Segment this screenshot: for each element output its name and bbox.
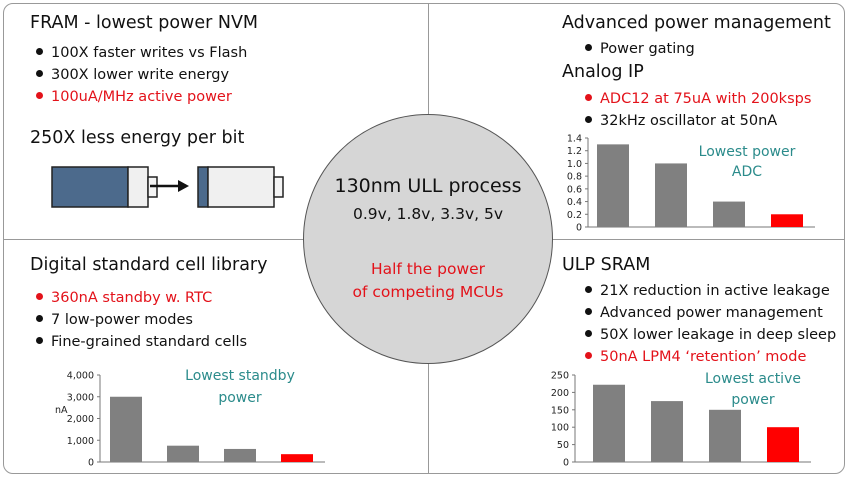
y-tick-label: 0 xyxy=(88,458,94,469)
fram-title: FRAM - lowest power NVM xyxy=(30,13,259,33)
fram-subtitle: 250X less energy per bit xyxy=(30,128,245,148)
process-circle: 130nm ULL process 0.9v, 1.8v, 3.3v, 5v H… xyxy=(303,114,553,364)
bar xyxy=(224,448,256,462)
y-tick-label: 0 xyxy=(563,458,569,469)
chart-annotation: ADC xyxy=(732,164,762,180)
y-tick-label: 2,000 xyxy=(67,414,94,425)
sram-bullet-2: Advanced power management xyxy=(585,302,823,324)
y-tick-label: 50 xyxy=(557,440,569,451)
bar xyxy=(767,427,799,462)
y-tick-label: 150 xyxy=(551,405,569,416)
chart-annotation: Lowest standby xyxy=(185,368,295,384)
process-name: 130nm ULL process xyxy=(334,175,522,197)
y-tick-label: 0.8 xyxy=(567,172,582,183)
empty-battery-icon xyxy=(197,166,284,208)
y-tick-label: 1.0 xyxy=(567,159,582,170)
fram-bullet-3: 100uA/MHz active power xyxy=(36,86,232,108)
chart-annotation: Lowest active xyxy=(705,371,801,387)
power-claim-line-1: Half the power xyxy=(370,260,486,278)
bar xyxy=(167,445,199,462)
power-claim-line-2: of competing MCUs xyxy=(352,283,504,301)
bar xyxy=(281,454,313,462)
y-tick-label: 1.4 xyxy=(567,134,582,145)
y-tick-label: 3,000 xyxy=(67,392,94,403)
chart-annotation: Lowest power xyxy=(699,144,796,160)
bar xyxy=(771,214,803,227)
arrow-right-icon xyxy=(150,180,189,192)
bar xyxy=(110,396,142,462)
bar xyxy=(709,409,741,462)
slide-frame xyxy=(3,3,845,474)
y-tick-label: 0.2 xyxy=(567,210,582,221)
fram-bullet-1: 100X faster writes vs Flash xyxy=(36,42,247,64)
bar xyxy=(593,384,625,462)
y-tick-label: 0.4 xyxy=(567,197,582,208)
battery-illustration xyxy=(51,166,284,208)
chart-annotation: power xyxy=(731,392,775,408)
sram-bullet-4: 50nA LPM4 ‘retention’ mode xyxy=(585,346,806,368)
active-power-chart: 0 50 100 150 200 250 Lowest active power xyxy=(551,371,811,469)
power-gating-bullet: Power gating xyxy=(585,38,695,60)
process-voltages: 0.9v, 1.8v, 3.3v, 5v xyxy=(352,205,504,223)
cell-bullet-3: Fine-grained standard cells xyxy=(36,331,247,353)
y-tick-label: 4,000 xyxy=(67,371,94,382)
sram-bullet-1: 21X reduction in active leakage xyxy=(585,280,830,302)
bar xyxy=(655,163,687,227)
analog-ip-title: Analog IP xyxy=(562,62,644,82)
y-tick-label: 1.2 xyxy=(567,146,582,157)
bar xyxy=(713,201,745,227)
y-tick-label: 0.6 xyxy=(567,184,582,195)
cell-bullet-2: 7 low-power modes xyxy=(36,309,193,331)
cell-bullet-1: 360nA standby w. RTC xyxy=(36,287,212,309)
analog-bullet-2: 32kHz oscillator at 50nA xyxy=(585,110,777,132)
bar xyxy=(597,144,629,227)
full-battery-icon xyxy=(51,166,158,208)
power-management-title: Advanced power management xyxy=(562,13,831,33)
bar xyxy=(651,401,683,462)
y-tick-label: 1,000 xyxy=(67,436,94,447)
analog-bullet-1: ADC12 at 75uA with 200ksps xyxy=(585,88,811,110)
fram-bullet-2: 300X lower write energy xyxy=(36,64,229,86)
y-tick-label: 0 xyxy=(576,223,582,234)
standby-power-chart: 0 1,000 2,000 3,000 4,000 Lowest standby power… xyxy=(55,368,325,469)
cell-library-title: Digital standard cell library xyxy=(30,255,268,275)
sram-bullet-3: 50X lower leakage in deep sleep xyxy=(585,324,836,346)
y-tick-label: 100 xyxy=(551,423,569,434)
sram-title: ULP SRAM xyxy=(562,255,651,275)
chart-annotation: power xyxy=(218,390,262,406)
y-tick-label: 250 xyxy=(551,371,569,382)
y-axis-label: nA xyxy=(55,405,68,416)
y-tick-label: 200 xyxy=(551,388,569,399)
